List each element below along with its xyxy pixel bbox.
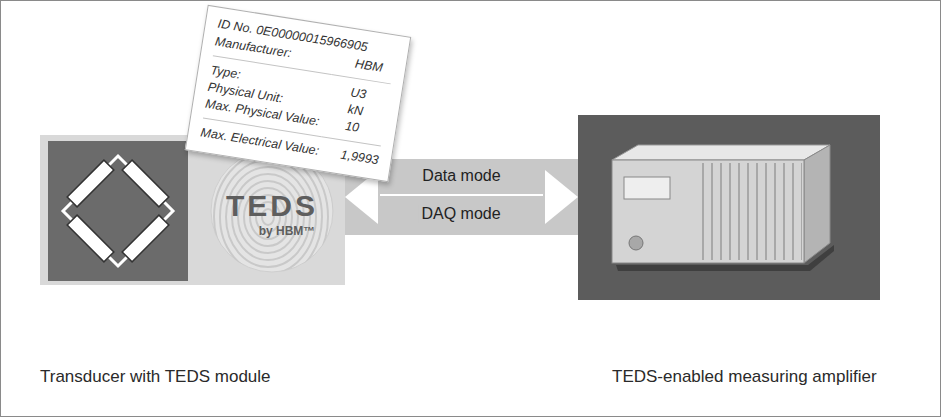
caption: TEDS-enabled measuring amplifier (612, 367, 914, 387)
field-value: HBM (332, 52, 394, 78)
caption: Transducer with TEDS module (40, 367, 345, 387)
arrowhead (545, 170, 578, 224)
label-anchor: Data mode (419, 167, 503, 185)
field-value: 1,9993 (318, 136, 381, 169)
label-anchor: DAQ mode (418, 205, 503, 223)
edge-label: Data mode (419, 167, 503, 185)
band-divider (380, 195, 543, 196)
field-value: 10 (322, 114, 384, 140)
amplifier-illustration (578, 115, 880, 300)
module-brand: by HBM™ (259, 224, 316, 238)
amplifier-panel: TEDS-enabled measuring amplifier (578, 115, 880, 300)
mode-label: DAQ mode (418, 205, 503, 223)
module-title: TEDS (226, 189, 318, 223)
